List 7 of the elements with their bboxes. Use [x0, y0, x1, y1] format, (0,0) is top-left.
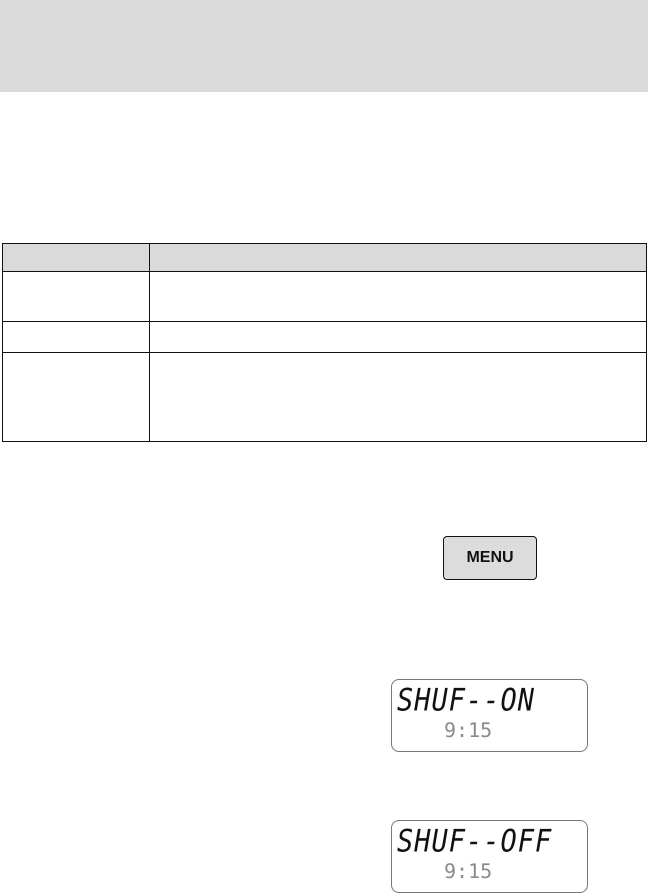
display-text: SHUF--ON — [397, 683, 536, 719]
menu-button: MENU — [443, 536, 537, 580]
lcd-display — [391, 679, 588, 752]
display-text: SHUF--OFF — [397, 824, 552, 860]
clock-text: 9:15 — [444, 718, 492, 742]
lcd-display — [391, 820, 588, 893]
clock-text: 9:15 — [444, 859, 492, 883]
